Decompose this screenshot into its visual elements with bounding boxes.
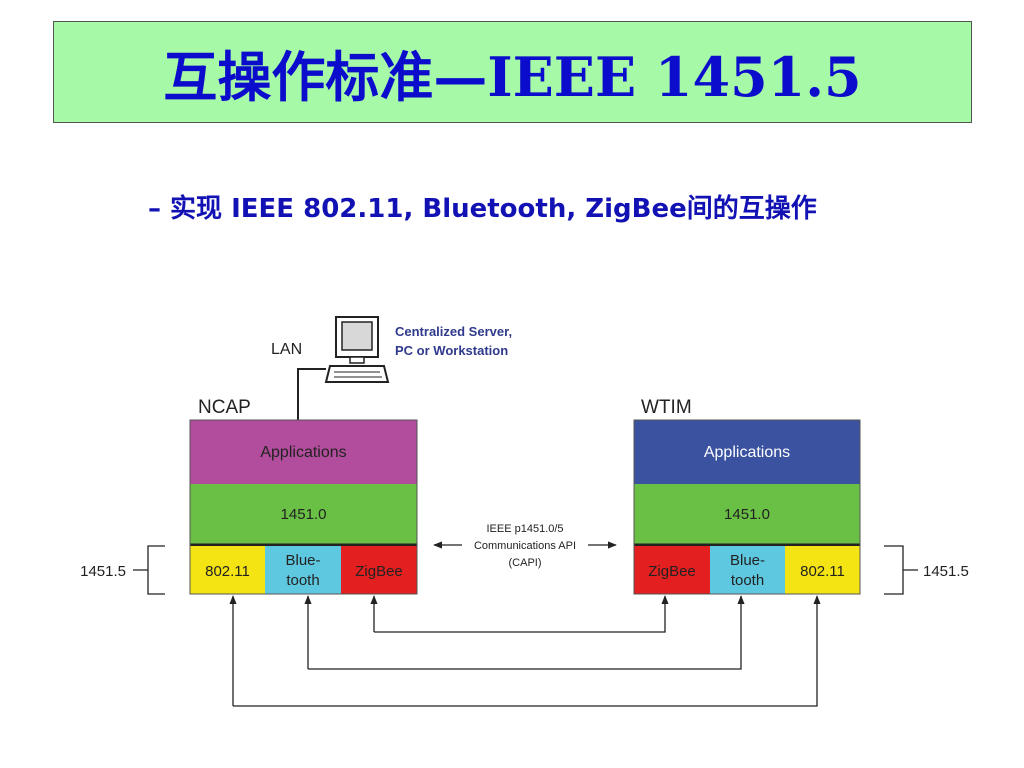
capi-label-line1: IEEE p1451.0/5 [486, 523, 563, 535]
ncap-label: NCAP [198, 397, 251, 418]
ncap-1451-0-label: 1451.0 [281, 506, 327, 523]
server-label-line1: Centralized Server, [395, 324, 512, 339]
capi-label-line3: (CAPI) [509, 557, 542, 569]
wtim-1451-0-box [634, 484, 860, 544]
bluetooth-link-arrow [308, 595, 745, 670]
ncap-applications-box [190, 420, 417, 484]
title-banner: 互操作标准—IEEE 1451.5 [53, 21, 972, 123]
bullet-point: – 实现 IEEE 802.11, Bluetooth, ZigBee间的互操作 [148, 194, 817, 224]
server-label-line2: PC or Workstation [395, 343, 508, 358]
ncap-bluetooth-label-2: tooth [286, 572, 319, 589]
ncap-zigbee-box [341, 546, 417, 594]
wtim-bluetooth-label-1: Blue- [730, 552, 765, 569]
capi-label-line2: Communications API [474, 540, 576, 552]
lan-label: LAN [271, 341, 302, 358]
ncap-zigbee-label: ZigBee [355, 563, 403, 580]
wtim-bluetooth-label-2: tooth [731, 572, 764, 589]
wtim-1451-0-label: 1451.0 [724, 506, 770, 523]
bracket-right-label: 1451.5 [923, 563, 969, 580]
wtim-applications-box [634, 420, 860, 484]
lan-line [297, 368, 326, 420]
bracket-left-label: 1451.5 [80, 563, 126, 580]
wtim-label: WTIM [641, 397, 692, 418]
bracket-left [133, 545, 165, 595]
wtim-zigbee-label: ZigBee [648, 563, 696, 580]
ncap-stack-border [189, 419, 418, 595]
wtim-802-11-box [785, 546, 860, 594]
ncap-802-11-box [190, 546, 265, 594]
ncap-bluetooth-label-1: Blue- [285, 552, 320, 569]
bracket-right [884, 545, 918, 595]
ncap-802-11-label: 802.11 [205, 563, 250, 580]
computer-icon [324, 316, 390, 383]
zigbee-link-arrow [374, 595, 669, 633]
wtim-bluetooth-box [710, 546, 785, 594]
wifi-link-arrow [233, 595, 821, 707]
wtim-zigbee-box [634, 546, 710, 594]
wtim-applications-label: Applications [704, 444, 790, 461]
ncap-applications-label: Applications [260, 444, 346, 461]
ncap-1451-0-box [190, 484, 417, 544]
wtim-802-11-label: 802.11 [800, 563, 845, 580]
wtim-stack-border [633, 419, 861, 595]
ncap-bluetooth-box [265, 546, 341, 594]
slide-title: 互操作标准—IEEE 1451.5 [163, 44, 862, 109]
